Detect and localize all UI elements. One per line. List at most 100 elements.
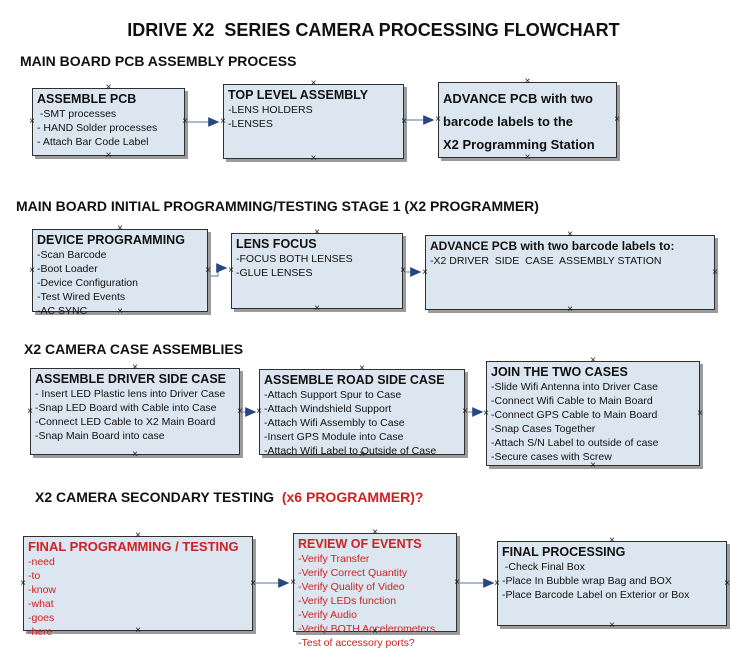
box-item: -Attach S/N Label to outside of case <box>491 437 659 449</box>
connection-handle-icon: × <box>712 266 718 278</box>
box-items: -X2 DRIVER SIDE CASE ASSEMBLY STATION <box>430 254 710 268</box>
connection-handle-icon: × <box>228 265 234 276</box>
box-item: - Insert LED Plastic lens into Driver Ca… <box>35 388 226 400</box>
box-item: -Secure cases with Screw <box>491 451 612 463</box>
box-items: -need-to-know-what-goes-here <box>28 555 248 639</box>
connection-handle-icon: × <box>205 264 211 276</box>
connection-handle-icon: × <box>401 115 407 127</box>
box-item: -Test of accessory ports? <box>298 637 415 649</box>
box-item: -need <box>28 556 55 568</box>
connection-handle-icon: × <box>435 114 441 125</box>
box-title: DEVICE PROGRAMMING <box>37 233 185 247</box>
box-item: -Boot Loader <box>37 263 98 275</box>
box-item: -Verify Transfer <box>298 553 370 565</box>
box-items: -Slide Wifi Antenna into Driver Case -Con… <box>491 380 695 464</box>
box-title: LENS FOCUS <box>236 237 317 251</box>
section-heading-secondary-testing: X2 CAMERA SECONDARY TESTING (x6 PROGRAMM… <box>35 489 423 505</box>
connection-handle-icon: × <box>609 620 615 631</box>
heading-red-part: (x6 PROGRAMMER)? <box>274 489 424 505</box>
connection-handle-icon: × <box>132 449 138 460</box>
box-title: ADVANCE PCB with two barcode labels to t… <box>443 91 595 152</box>
box-item: -Attach Wifi Assembly to Case <box>264 417 405 429</box>
box-item: -Test Wired Events <box>37 291 126 303</box>
box-item: -LENS HOLDERS <box>228 104 313 116</box>
box-items: -Check Final Box -Place In Bubble wrap Ba… <box>502 560 722 602</box>
box-items: - Insert LED Plastic lens into Driver Ca… <box>35 387 235 443</box>
box-items: -LENS HOLDERS-LENSES <box>228 103 399 131</box>
connection-handle-icon: × <box>462 406 468 417</box>
flow-box-advance-pcb-programming-station: ADVANCE PCB with two barcode labels to t… <box>435 77 620 163</box>
box-item: -Verify Quality of Video <box>298 581 405 593</box>
box-title: ASSEMBLE PCB <box>37 92 137 106</box>
connection-handle-icon: × <box>614 114 620 125</box>
box-title: ADVANCE PCB with two barcode labels to: <box>430 239 675 253</box>
flow-box-advance-pcb-driver-side: ADVANCE PCB with two barcode labels to: … <box>422 230 718 315</box>
box-title: ASSEMBLE ROAD SIDE CASE <box>264 373 445 387</box>
box-item: -Attach Wifi Label to Outside of Case <box>264 445 437 457</box>
flow-box-device-programming: DEVICE PROGRAMMING -Scan Barcode -Boot Lo… <box>29 224 211 318</box>
box-item: -Connect Wifi Cable to Main Board <box>491 395 653 407</box>
flow-box-review-of-events: REVIEW OF EVENTS -Verify Transfer-Verify… <box>290 528 460 650</box>
box-items: -Attach Support Spur to Case -Attach Wind… <box>264 388 460 458</box>
connection-handle-icon: × <box>29 116 35 127</box>
connection-handle-icon: × <box>494 577 500 589</box>
box-item: -know <box>28 584 57 596</box>
box-item: -GLUE LENSES <box>236 267 313 279</box>
connection-handle-icon: × <box>454 576 460 588</box>
box-item: -SMT processes <box>37 108 117 120</box>
connection-handle-icon: × <box>27 405 33 417</box>
connection-handle-icon: × <box>697 407 703 419</box>
connection-handle-icon: × <box>256 406 262 417</box>
box-item: -Check Final Box <box>502 561 585 573</box>
box-items: -Scan Barcode-Boot Loader-Device Configu… <box>37 248 203 318</box>
connection-handle-icon: × <box>182 116 188 127</box>
box-item: -Slide Wifi Antenna into Driver Case <box>491 381 658 393</box>
connection-handle-icon: × <box>400 265 406 276</box>
box-item: -Insert GPS Module into Case <box>264 431 404 443</box>
connection-handle-icon: × <box>310 153 317 164</box>
box-item: -Snap Main Board into case <box>35 430 165 442</box>
box-item: -Attach Support Spur to Case <box>264 389 402 401</box>
box-title: REVIEW OF EVENTS <box>298 537 422 551</box>
flow-box-assemble-driver-side-case: ASSEMBLE DRIVER SIDE CASE - Insert LED P… <box>27 363 243 460</box>
flow-box-assemble-road-side-case: ASSEMBLE ROAD SIDE CASE -Attach Support … <box>256 364 468 460</box>
box-item: -here <box>28 626 53 638</box>
connection-handle-icon: × <box>724 577 730 589</box>
box-item: -Verify BOTH Accelerometers <box>298 623 436 635</box>
box-item: - Attach Bar Code Label <box>37 136 149 148</box>
connection-handle-icon: × <box>422 266 428 278</box>
box-item: -Scan Barcode <box>37 249 107 261</box>
connection-handle-icon: × <box>314 303 320 314</box>
section-heading-case-assemblies: X2 CAMERA CASE ASSEMBLIES <box>24 341 244 357</box>
box-item: - HAND Solder processes <box>37 122 158 134</box>
connection-handle-icon: × <box>290 576 296 588</box>
box-item: -Attach Windshield Support <box>264 403 392 415</box>
connection-handle-icon: × <box>29 264 35 276</box>
flow-box-top-level-assembly: TOP LEVEL ASSEMBLY -LENS HOLDERS-LENSES … <box>220 79 407 164</box>
box-items: -SMT processes - HAND Solder processes - A… <box>37 107 180 149</box>
flow-box-final-processing: FINAL PROCESSING -Check Final Box -Place … <box>494 536 730 631</box>
heading-black-part: X2 CAMERA SECONDARY TESTING <box>35 489 275 505</box>
section-heading-pcb-assembly: MAIN BOARD PCB ASSEMBLY PROCESS <box>20 53 297 69</box>
box-title: TOP LEVEL ASSEMBLY <box>228 88 369 102</box>
connection-handle-icon: × <box>105 150 112 161</box>
box-item: -what <box>28 598 54 610</box>
box-items: -Verify Transfer -Verify Correct Quantity… <box>298 552 452 650</box>
box-item: -Verify Correct Quantity <box>298 567 408 579</box>
page-title: IDRIVE X2 SERIES CAMERA PROCESSING FLOWC… <box>127 20 620 40</box>
flow-box-final-programming-testing: FINAL PROGRAMMING / TESTING -need-to-kno… <box>20 531 256 639</box>
box-title: ASSEMBLE DRIVER SIDE CASE <box>35 372 227 386</box>
connector-arrow <box>210 263 228 277</box>
connection-handle-icon: × <box>483 407 489 419</box>
box-item: -Connect GPS Cable to Main Board <box>491 409 658 421</box>
box-item: -Verify LEDs function <box>298 595 397 607</box>
box-item: -Place In Bubble wrap Bag and BOX <box>502 575 672 587</box>
connection-handle-icon: × <box>250 577 256 589</box>
box-title: FINAL PROCESSING <box>502 545 626 559</box>
connection-handle-icon: × <box>237 405 243 417</box>
box-item: -Snap Cases Together <box>491 423 596 435</box>
box-item: -Snap LED Board with Cable into Case <box>35 402 217 414</box>
box-items: -FOCUS BOTH LENSES-GLUE LENSES <box>236 252 398 280</box>
box-item: -Connect LED Cable to X2 Main Board <box>35 416 216 428</box>
